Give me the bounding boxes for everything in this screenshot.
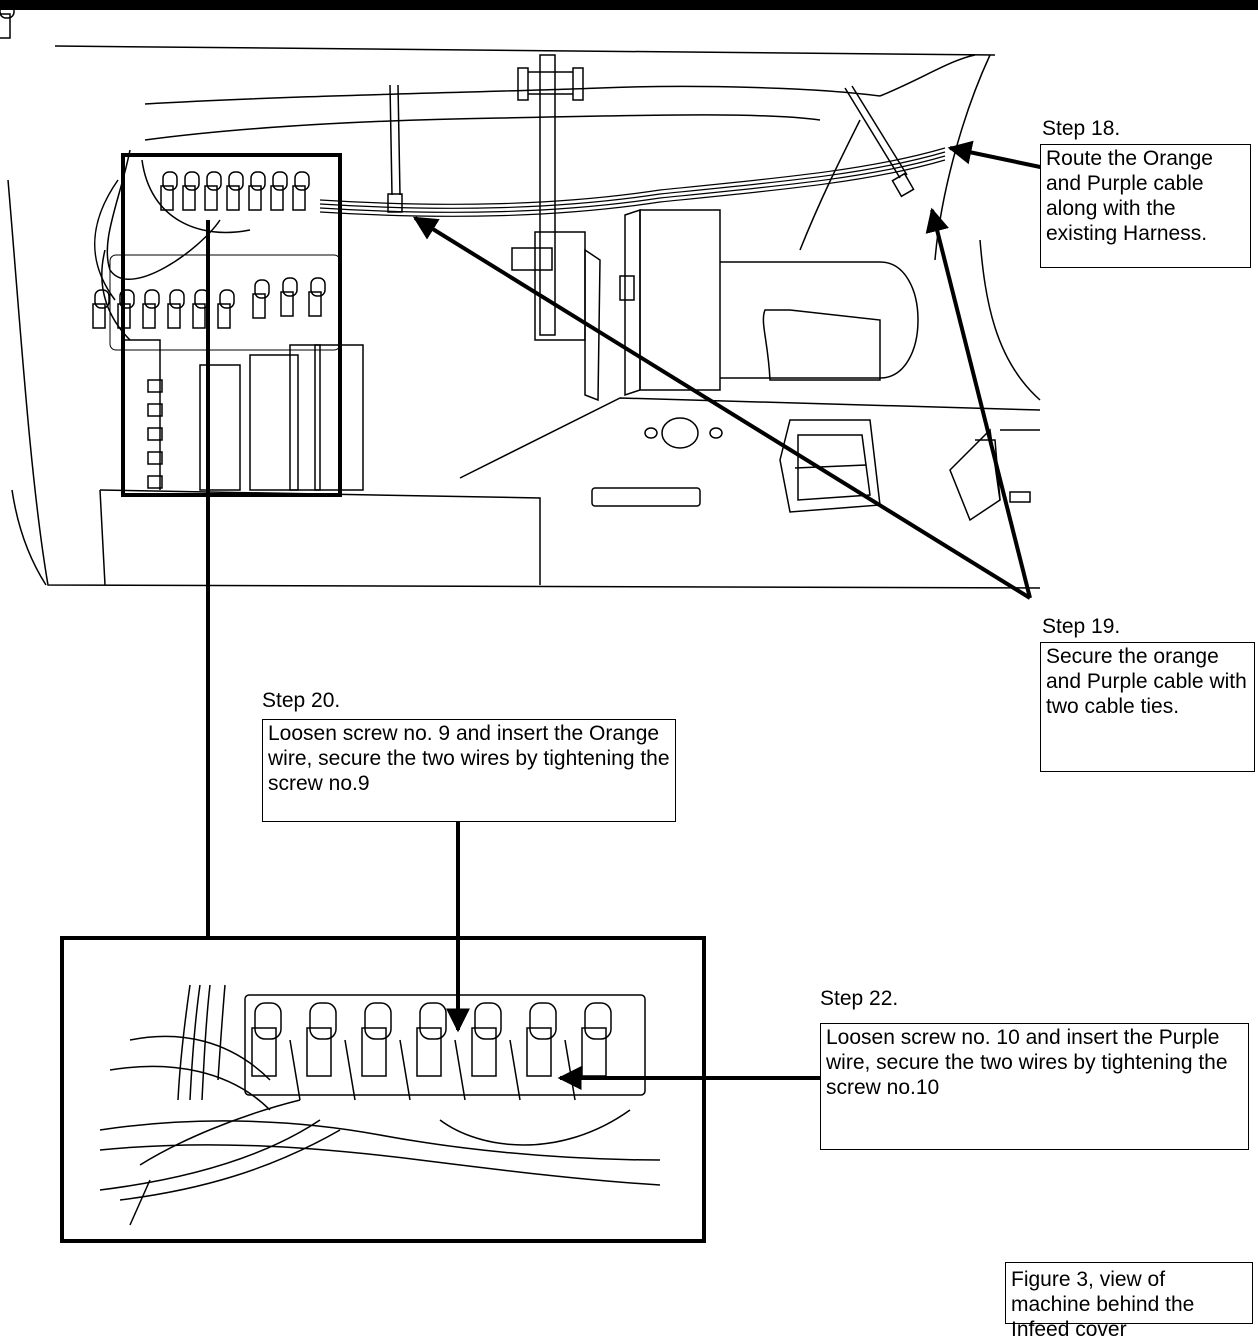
step20-box: Loosen screw no. 9 and insert the Orange…: [262, 719, 676, 822]
step18-title: Step 18.: [1042, 117, 1121, 140]
arrow-step19-left: [412, 216, 1032, 600]
motor-housing: [624, 208, 1041, 431]
arrow-step19-right: [925, 207, 1032, 599]
step18-box: Route the Orange and Purple cable along …: [1040, 144, 1251, 268]
figure-caption: Figure 3, view of machine behind the Inf…: [1005, 1262, 1253, 1341]
base-plate-details: [591, 417, 1031, 522]
step22-box: Loosen screw no. 10 and insert the Purpl…: [820, 1023, 1249, 1150]
detail-terminal-block: [99, 984, 661, 1226]
arrow-step18: [947, 140, 1046, 170]
relay-blocks: [121, 339, 364, 491]
step19-box: Secure the orange and Purple cable with …: [1040, 642, 1255, 772]
upper-terminal-row: [0, 0, 310, 211]
step20-title: Step 20.: [262, 689, 341, 712]
step22-title: Step 22.: [820, 987, 899, 1010]
callout-arrows: [412, 140, 1046, 1090]
vertical-plate: [511, 54, 635, 402]
cable-harness: [319, 147, 946, 217]
top-border-bar: [0, 0, 1258, 10]
terminal-highlight-frame: [121, 153, 342, 497]
detail-view-frame: [60, 936, 706, 1243]
terminal-block-area: [0, 0, 364, 491]
step19-title: Step 19.: [1042, 615, 1121, 638]
detail-terminal-screws: [251, 1002, 612, 1101]
cable-tie-right: [844, 85, 915, 198]
cable-tie-left: [387, 84, 403, 213]
